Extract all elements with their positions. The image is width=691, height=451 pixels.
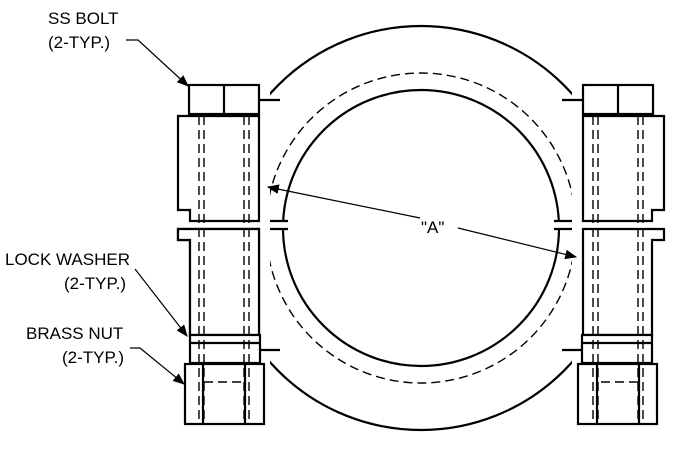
brass-nut-label: BRASS NUT [26, 324, 123, 343]
ss-bolt-label: SS BOLT [48, 9, 119, 28]
brass-nut [183, 362, 266, 426]
left-bolt-assembly [170, 80, 280, 440]
dimension-a-label: "A" [421, 218, 444, 237]
ss-bolt-qty: (2-TYP.) [48, 33, 110, 52]
clamp-body-upper [176, 114, 261, 223]
brass-nut-qty: (2-TYP.) [62, 348, 124, 367]
dimension-a-leader-right [457, 227, 578, 260]
right-bolt-assembly [562, 80, 672, 440]
lock-washer-label: LOCK WASHER [5, 250, 130, 269]
dimension-a-leader-left [266, 184, 421, 219]
lock-washer-qty: (2-TYP.) [64, 274, 126, 293]
